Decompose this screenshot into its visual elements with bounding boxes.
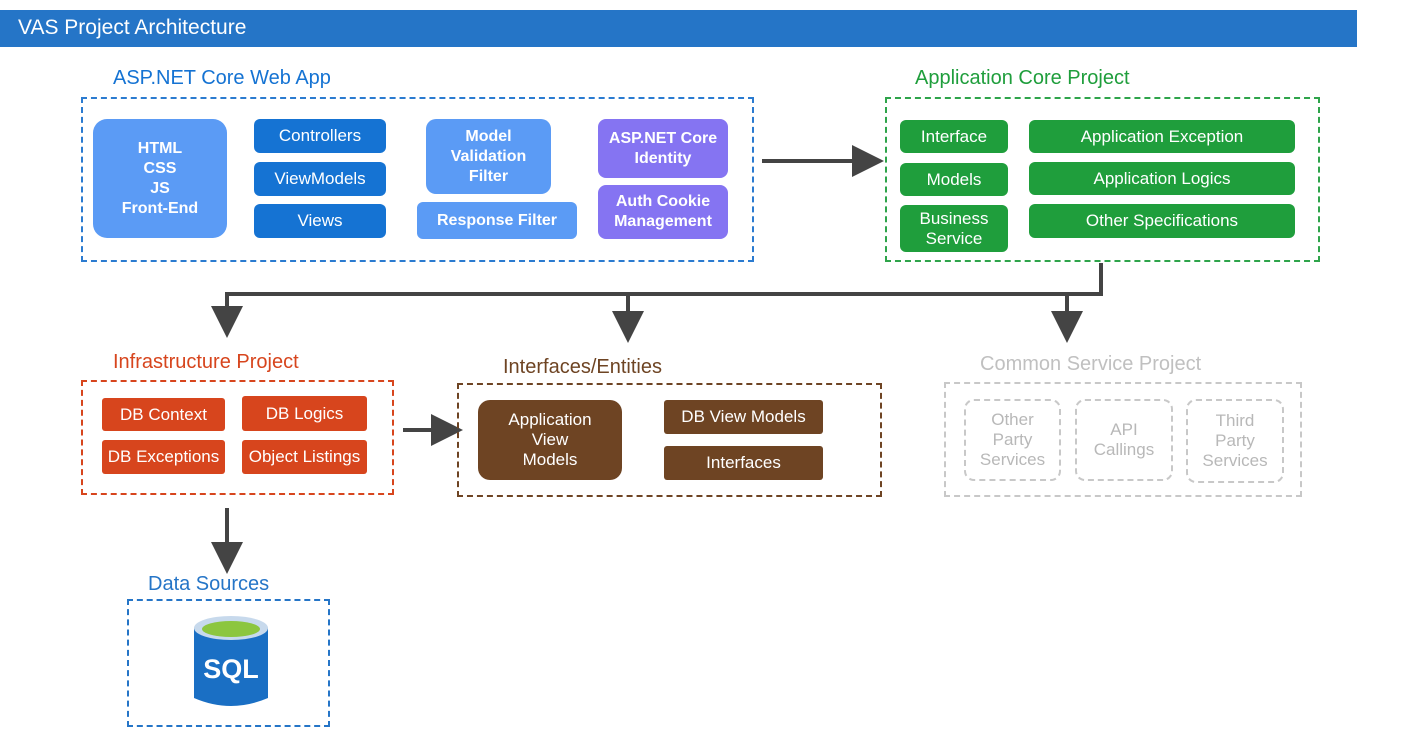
data-sources-group: [127, 599, 330, 727]
infrastructure-group: [81, 380, 394, 495]
entities-title: Interfaces/Entities: [503, 356, 662, 378]
business-service-box: Business Service: [900, 205, 1008, 252]
application-logics-box: Application Logics: [1029, 162, 1295, 195]
data-sources-title: Data Sources: [148, 573, 270, 595]
interfaces-box: Interfaces: [664, 446, 823, 480]
common-service-group: [944, 382, 1302, 497]
response-filter-box: Response Filter: [417, 202, 577, 239]
interface-box: Interface: [900, 120, 1008, 153]
identity-box: ASP.NET Core Identity: [598, 119, 728, 178]
auth-cookie-box: Auth Cookie Management: [598, 185, 728, 239]
infrastructure-title: Infrastructure Project: [113, 351, 299, 373]
db-logics-box: DB Logics: [242, 396, 367, 431]
common-service-title: Common Service Project: [980, 353, 1202, 375]
other-party-services-box: Other Party Services: [964, 399, 1061, 481]
viewmodels-box: ViewModels: [254, 162, 386, 196]
frontend-box: HTML CSS JS Front-End: [93, 119, 227, 238]
models-box: Models: [900, 163, 1008, 196]
app-core-title: Application Core Project: [915, 67, 1130, 89]
web-app-group: [81, 97, 754, 262]
third-party-services-box: Third Party Services: [1186, 399, 1284, 483]
app-core-group: [885, 97, 1320, 262]
model-validation-filter-box: Model Validation Filter: [426, 119, 551, 194]
title-bar: VAS Project Architecture: [0, 10, 1357, 47]
entities-group: [457, 383, 882, 497]
application-view-models-box: Application View Models: [478, 400, 622, 480]
sql-database-icon: SQL: [194, 616, 268, 706]
web-app-title: ASP.NET Core Web App: [113, 67, 331, 89]
api-callings-box: API Callings: [1075, 399, 1173, 481]
object-listings-box: Object Listings: [242, 440, 367, 474]
db-view-models-box: DB View Models: [664, 400, 823, 434]
db-context-box: DB Context: [102, 398, 225, 431]
sql-label: SQL: [203, 654, 259, 684]
page-title: VAS Project Architecture: [18, 16, 247, 39]
controllers-box: Controllers: [254, 119, 386, 153]
application-exception-box: Application Exception: [1029, 120, 1295, 153]
arrow-core-branch: [211, 263, 1103, 338]
other-specifications-box: Other Specifications: [1029, 204, 1295, 238]
views-box: Views: [254, 204, 386, 238]
db-exceptions-box: DB Exceptions: [102, 440, 225, 474]
